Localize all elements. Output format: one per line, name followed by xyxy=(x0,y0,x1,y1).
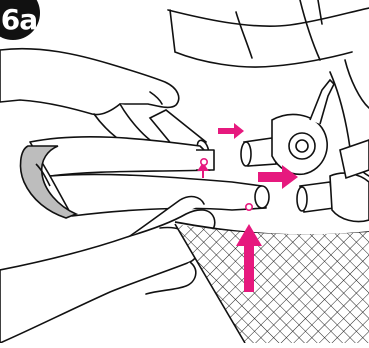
alignment-dot-upper xyxy=(200,158,209,167)
right-hand-lower xyxy=(0,195,216,344)
left-hand-upper xyxy=(0,47,180,149)
frame-socket-lower xyxy=(296,139,369,223)
mesh-basket xyxy=(174,223,369,344)
foam-handle-end xyxy=(19,145,79,219)
arrow-up-small xyxy=(197,162,209,178)
alignment-dot-lower xyxy=(245,203,254,212)
frame-socket-upper xyxy=(240,78,335,176)
arrow-right-upper xyxy=(218,123,244,139)
step-number-badge: 6a xyxy=(0,0,40,40)
arrow-up-large xyxy=(236,224,262,292)
arrow-right-middle xyxy=(258,165,298,189)
step-number-label: 6a xyxy=(0,2,38,36)
frame-tube xyxy=(29,135,270,217)
